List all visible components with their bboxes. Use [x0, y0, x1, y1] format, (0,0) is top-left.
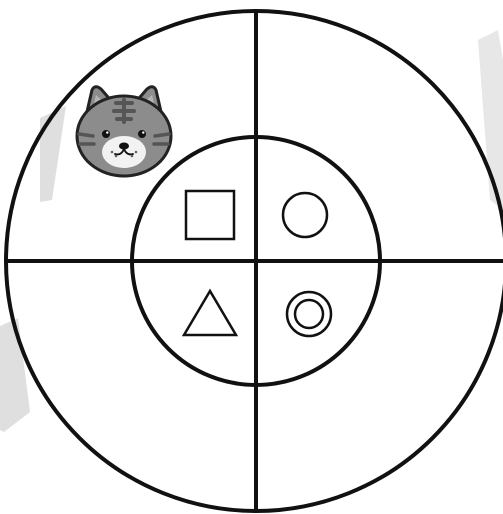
watermark-stroke-right [478, 30, 503, 210]
double-circle-inner [295, 300, 323, 328]
circle-symbol [283, 193, 327, 237]
square-symbol [186, 191, 234, 239]
tabby-cat-face-icon [77, 87, 171, 176]
double-circle-outer [287, 292, 331, 336]
watermark-stroke-left [40, 106, 66, 202]
watermark-stroke-left-lower [0, 318, 30, 432]
double-circle-symbol [287, 292, 331, 336]
triangle-symbol [184, 291, 236, 335]
